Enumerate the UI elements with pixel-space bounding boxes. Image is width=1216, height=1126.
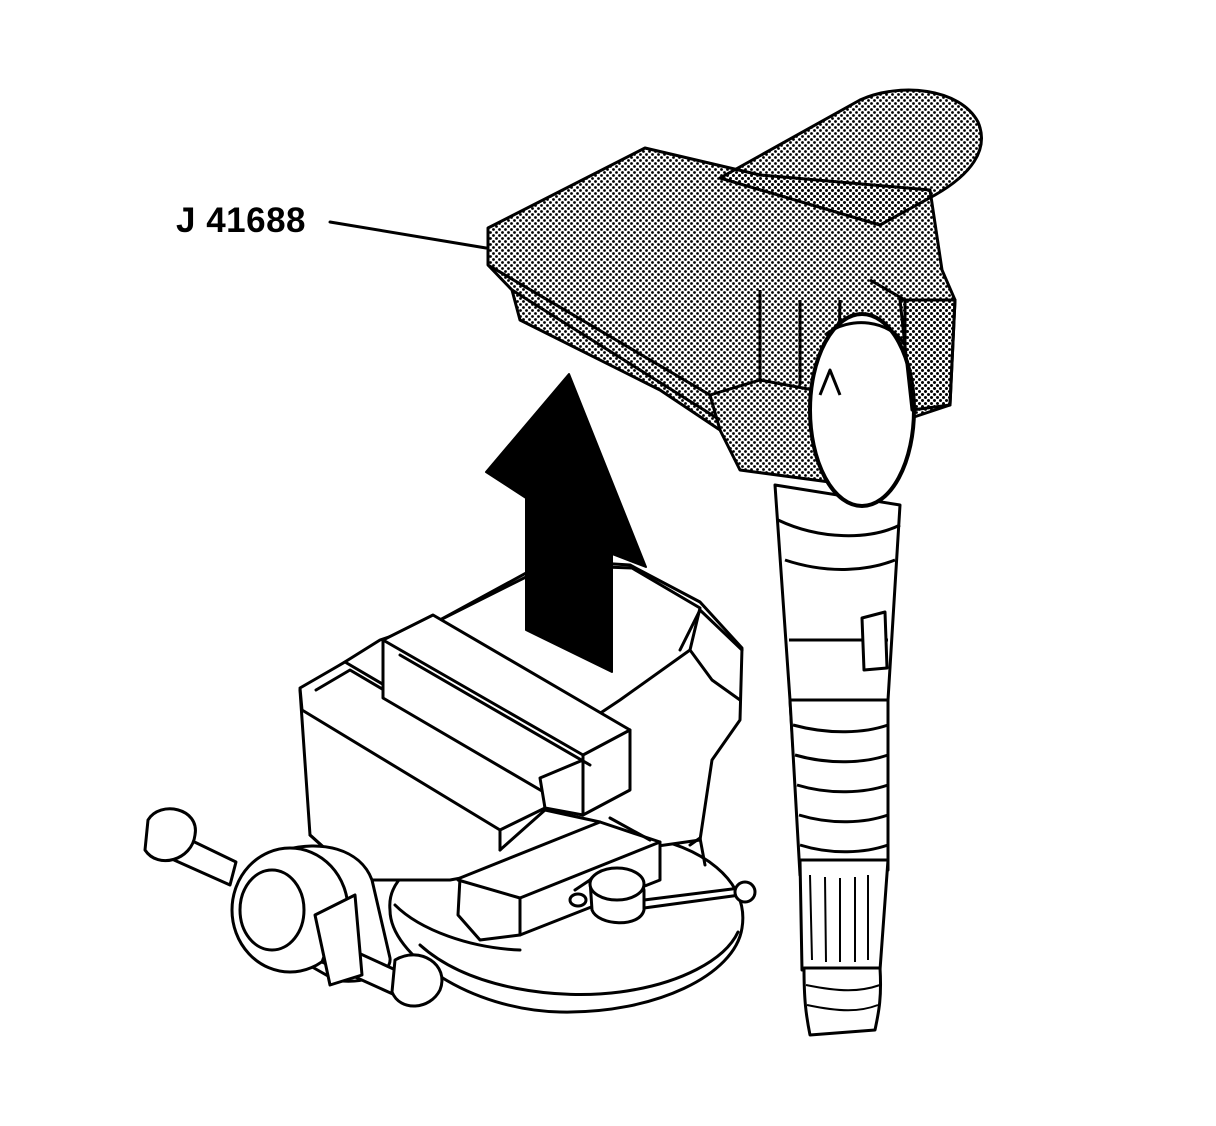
bench-vise (143, 558, 757, 1014)
ignition-coil (773, 483, 902, 1037)
callout-leader-line (328, 220, 488, 250)
tool-callout-label: J 41688 (176, 201, 307, 240)
upward-arrow (485, 373, 647, 673)
coil-removal-tool (486, 88, 983, 508)
